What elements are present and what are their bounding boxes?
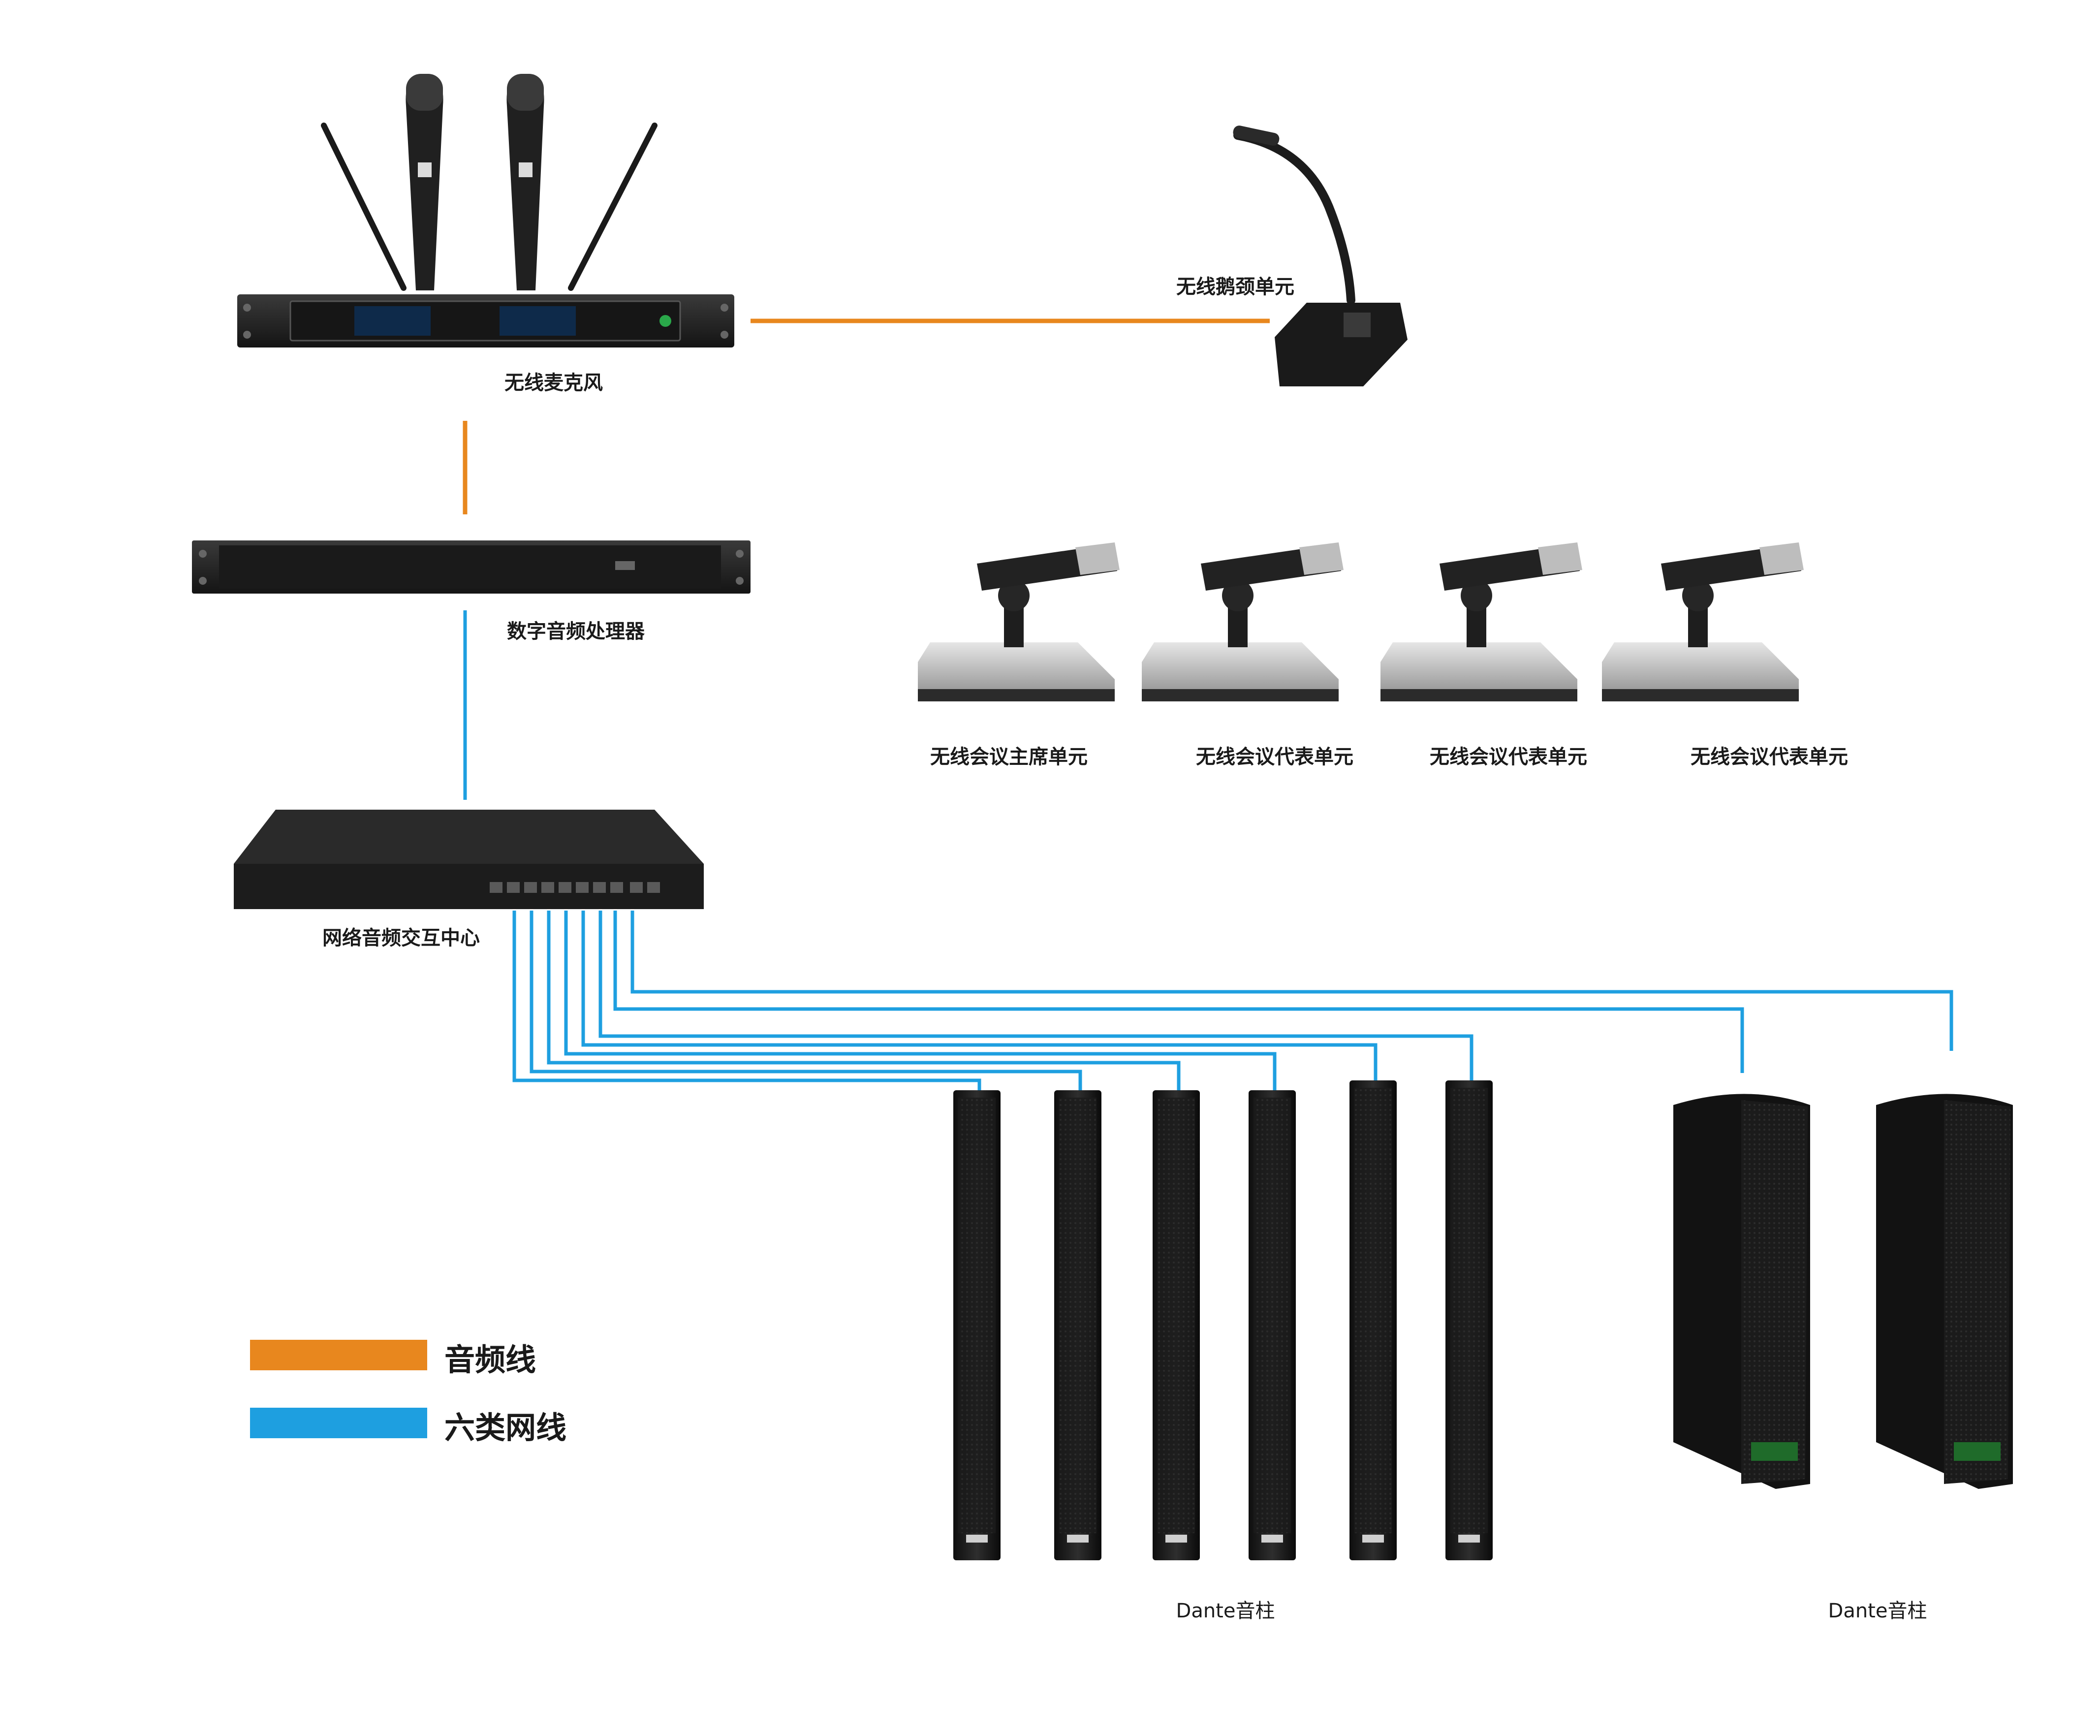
handheld-mic-right-icon [506,74,544,290]
network-line-col-5 [581,911,1378,1080]
legend-swatch-network [250,1408,427,1438]
network-cables [463,610,1953,1090]
label-column-speakers: Dante音柱 [1176,1600,1275,1622]
legend-label-audio: 音频线 [444,1342,536,1378]
network-line-col-4 [564,911,1277,1090]
label-conf-unit-3: 无线会议代表单元 [1430,746,1587,768]
column-speaker-icon [1349,1080,1397,1560]
label-box-speakers: Dante音柱 [1828,1600,1927,1622]
label-conf-unit-4: 无线会议代表单元 [1691,746,1848,768]
network-line-col-3 [547,911,1181,1090]
network-line-col-2 [530,911,1082,1090]
box-speaker-icon [1673,1094,1810,1489]
conference-unit-icon [1602,542,1804,701]
box-speaker-icon [1876,1094,2013,1489]
network-line-box-1 [613,911,1744,1073]
conference-units [918,542,1804,701]
network-line-col-1 [512,911,981,1090]
label-dsp: 数字音频处理器 [507,620,645,643]
legend-label-network: 六类网线 [444,1410,567,1446]
conference-unit-icon [1142,542,1344,701]
label-switch: 网络音频交互中心 [322,927,480,949]
conference-unit-icon [918,542,1120,701]
label-conf-unit-1: 无线会议主席单元 [930,746,1088,768]
poe-switch-icon [234,810,704,909]
handheld-mic-left-icon [406,74,443,290]
gooseneck-mic-icon [1233,126,1408,386]
column-speakers [953,1080,1493,1560]
label-conf-unit-2: 无线会议代表单元 [1196,746,1353,768]
box-speakers [1673,1094,2013,1489]
column-speaker-icon [1445,1080,1493,1560]
network-line-col-6 [598,911,1473,1080]
column-speaker-icon [1249,1090,1296,1560]
wireless-mic-receiver-icon [237,74,734,347]
column-speaker-icon [953,1090,1001,1560]
label-gooseneck: 无线鹅颈单元 [1176,276,1294,298]
legend-swatch-audio [250,1340,427,1370]
network-line-box-2 [630,911,1953,1051]
column-speaker-icon [1153,1090,1200,1560]
conference-unit-icon [1380,542,1582,701]
column-speaker-icon [1054,1090,1101,1560]
audio-cables [463,318,1270,514]
label-wireless-mic: 无线麦克风 [504,372,603,394]
rack-processor-icon [192,540,751,594]
